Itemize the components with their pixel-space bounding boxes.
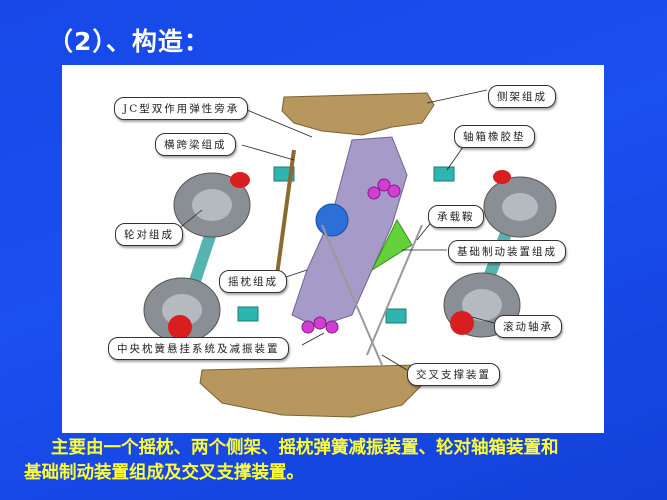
- slide-caption: 主要由一个摇枕、两个侧架、摇枕弹簧减振装置、轮对轴箱装置和 基础制动装置组成及交…: [24, 436, 654, 486]
- label-cross-brace: 交叉支撑装置: [407, 363, 500, 386]
- label-central-spring-suspension: 中央枕簧悬挂系统及减振装置: [108, 337, 289, 360]
- slide-title: （2）、构造：: [48, 27, 210, 56]
- label-rolling-bearing: 滚动轴承: [494, 315, 562, 338]
- label-jc-side-bearing: JC型双作用弹性旁承: [114, 97, 249, 120]
- label-bearing-adapter: 承载鞍: [428, 205, 484, 228]
- label-wheelset: 轮对组成: [115, 223, 183, 246]
- caption-line-1: 主要由一个摇枕、两个侧架、摇枕弹簧减振装置、轮对轴箱装置和: [51, 438, 559, 458]
- bogie-diagram-panel: JC型双作用弹性旁承 横跨梁组成 侧架组成 轴箱橡胶垫 轮对组成 承载鞍 基础制…: [62, 65, 604, 433]
- label-side-frame: 侧架组成: [488, 85, 556, 108]
- label-axlebox-rubber-pad: 轴箱橡胶垫: [454, 125, 535, 148]
- label-bolster: 摇枕组成: [219, 270, 287, 293]
- caption-line-2: 基础制动装置组成及交叉支撑装置。: [24, 463, 304, 483]
- label-cross-beam: 横跨梁组成: [155, 133, 236, 156]
- label-foundation-brake: 基础制动装置组成: [448, 240, 566, 263]
